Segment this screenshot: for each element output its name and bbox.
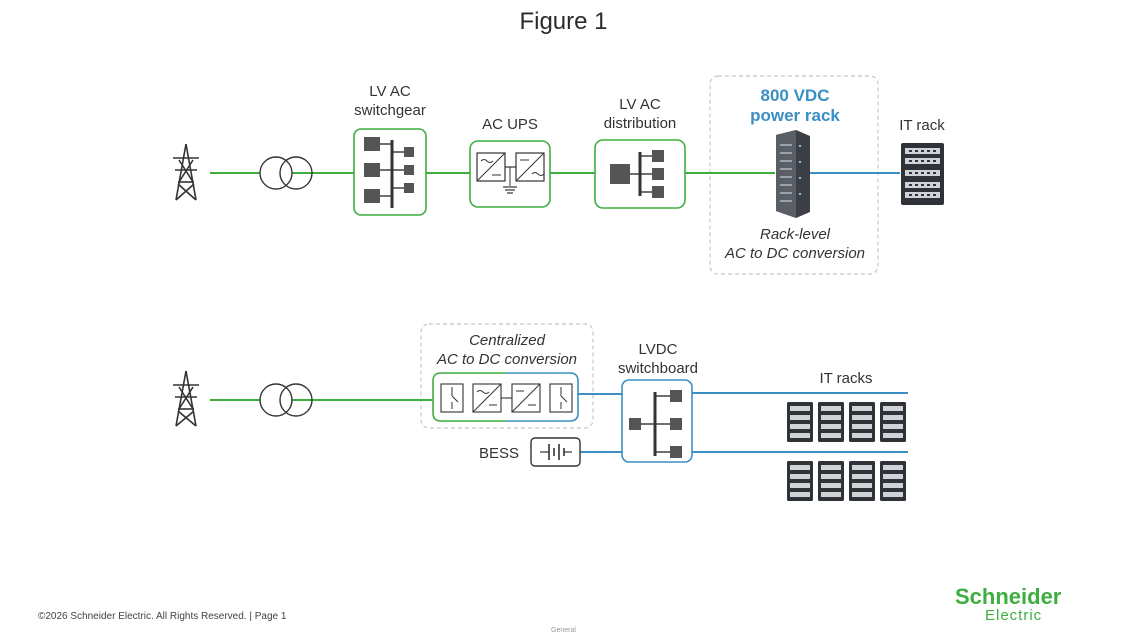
it-rack-small-icon <box>818 402 844 442</box>
centralized-dashed-box <box>420 323 594 429</box>
centralized-conversion-box <box>432 372 579 422</box>
it-rack-small-icon <box>880 461 906 501</box>
it-rack-small-icon <box>880 402 906 442</box>
transmission-tower-bottom-icon <box>173 370 199 427</box>
lvdc-switchboard-label: LVDC switchboard <box>617 341 699 377</box>
transformer-icon <box>259 156 313 190</box>
classification-label: General <box>551 627 576 634</box>
it-rack-small-icon <box>787 461 813 501</box>
ac-ups-label: AC UPS <box>482 116 538 133</box>
figure-title: Figure 1 <box>519 8 608 35</box>
schneider-electric-logo: Schneider Electric <box>955 586 1085 624</box>
it-racks-label: IT racks <box>819 370 873 387</box>
power-rack-dashed-box <box>709 75 879 275</box>
power-rack-cabinet-icon <box>776 130 810 218</box>
logo-wordmark-top: Schneider <box>955 584 1062 609</box>
ac-ups-box <box>469 140 551 208</box>
lv-ac-switchgear-label: LV AC switchgear <box>354 83 426 119</box>
lvdc-switchboard-box <box>621 379 693 463</box>
it-rack-small-icon <box>849 461 875 501</box>
it-rack-small-icon <box>818 461 844 501</box>
it-rack-label: IT rack <box>899 117 945 134</box>
lv-ac-distribution-label: LV AC distribution <box>603 96 677 132</box>
it-rack-small-icon <box>787 402 813 442</box>
it-racks-cluster <box>787 402 906 501</box>
lv-ac-distribution-box <box>594 139 686 209</box>
footer-copyright: ©2026 Schneider Electric. All Rights Res… <box>38 611 287 622</box>
centralized-conversion-label: Centralized AC to DC conversion <box>436 332 578 368</box>
it-rack-small-icon <box>849 402 875 442</box>
rack-level-conversion-label: Rack-level AC to DC conversion <box>724 226 866 262</box>
it-rack-icon <box>901 143 944 205</box>
lv-ac-switchgear-box <box>353 128 427 216</box>
transformer-bottom-icon <box>259 383 313 417</box>
power-rack-label: 800 VDC power rack <box>750 86 840 125</box>
battery-icon <box>530 437 581 467</box>
logo-wordmark-bottom: Electric <box>985 607 1043 624</box>
transmission-tower-icon <box>173 143 199 201</box>
bess-label: BESS <box>478 445 520 462</box>
